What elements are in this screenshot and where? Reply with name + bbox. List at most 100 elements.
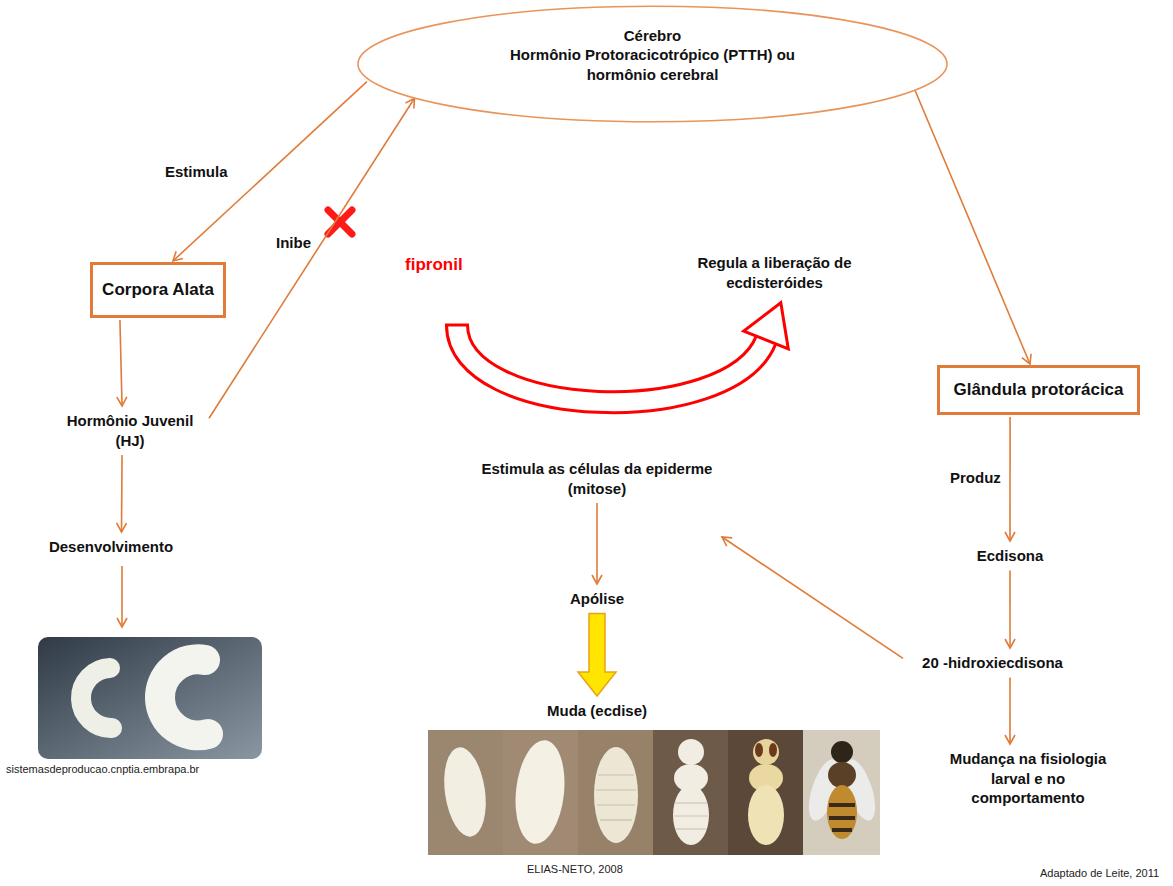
arrow-band [457,325,766,402]
arrow-head [1005,532,1015,541]
arrow-shape [578,614,616,697]
pupa-eye [769,743,777,757]
node-text: Mudança na fisiologia larval e no compor… [938,749,1118,808]
connector-line [722,537,903,658]
arrow-head [592,575,602,584]
arrow-head [722,537,732,546]
process-text: Regula a liberação de ecdisteróides [697,252,852,293]
segment [674,815,708,816]
node-text: 20 -hidroxiecdisona [880,653,1105,673]
node-text: Desenvolvimento [36,537,186,557]
stripe [829,803,855,807]
arrow-head [173,251,183,261]
outcome-text: Mudança na fisiologia larval e no compor… [938,748,1118,809]
node-text: Apólise [547,589,647,609]
photo-panel [503,730,578,855]
hormone-text: Hormônio Juvenil (HJ) [55,410,205,451]
source-credit: Adaptado de Leite, 2011 [1040,866,1159,880]
segment [675,802,707,803]
node-text: Muda (ecdise) [522,701,672,721]
segment [600,819,632,820]
ellipse-outline [355,5,950,123]
node-text: Hormônio Protoracicotrópico (PTTH) ou ho… [510,45,795,84]
connector-line [596,503,598,584]
prepupa [594,747,638,843]
node-text: Regula a liberação de ecdisteróides [697,253,852,292]
development-arrow [117,566,127,627]
bee-head [831,741,853,763]
node-text: Estimula as células da epiderme (mitose) [462,459,732,498]
brain-ellipse: CérebroHormônio Protoracicotrópico (PTTH… [355,5,950,123]
connector [117,455,127,532]
connector-line [121,455,123,532]
edge-label: Produz [950,468,1001,488]
gland-box: Corpora Alata [90,262,226,318]
arrow-head [744,303,789,349]
arrow-head [1022,354,1031,364]
arrow-head [405,98,414,108]
stripe [832,828,852,832]
stripe [829,816,855,820]
inhibitor-label: fipronil [405,254,463,276]
connector [1005,417,1015,541]
arrow-head [117,523,127,532]
process-text: Estimula as células da epiderme (mitose) [462,458,732,499]
pupa-head [678,739,704,765]
connector-line [1009,571,1011,649]
larva [439,745,491,840]
connector-line [915,90,1030,364]
segment-lines [596,775,636,820]
segment [676,828,706,829]
process-text: Muda (ecdise) [522,700,672,722]
connector-line [1009,678,1011,745]
connector [209,98,415,418]
connector [1005,678,1015,745]
edge-label: Estimula [165,162,228,182]
photo-panel [578,730,653,855]
arrow-head [117,618,127,627]
bee-abdomen [827,785,857,839]
segment [596,789,636,790]
pupa-head [753,739,779,765]
connector [1005,571,1015,649]
connector-line [1009,417,1011,541]
larva [511,738,570,846]
photo-ground [38,637,262,759]
edge-label: Inibe [276,233,311,253]
block-arrow [578,614,616,697]
photo-panel [653,730,728,855]
gland-box: Glândula protorácica [937,365,1140,415]
curved-red-arrow [445,303,788,402]
bee-development-photos [428,730,881,855]
arrow-tail [445,324,469,327]
node-text: Corpora Alata [102,279,214,301]
hormone-text: 20 -hidroxiecdisona [880,652,1105,674]
source-credit: ELIAS-NETO, 2008 [527,862,623,876]
connector [915,90,1031,364]
connector [592,503,602,584]
segment-lines [674,803,708,829]
arrow-head [1005,735,1015,744]
arrow-line [121,566,123,626]
node-text: Hormônio Juvenil (HJ) [55,411,205,450]
larva-photo [38,637,262,759]
node-text: Ecdisona [960,546,1060,566]
arrow-head [1005,639,1015,648]
pupa-eye [755,743,763,757]
segment [597,804,635,805]
outcome-text: Desenvolvimento [36,536,186,558]
connector [722,537,903,658]
pupa-abdomen [673,785,709,845]
node-heading: Cérebro [624,26,682,46]
bee-thorax [828,762,856,788]
node-text: Glândula protorácica [953,379,1123,401]
pupa-abdomen [748,785,784,845]
bee-stripes [829,805,855,830]
arrow-head [117,397,127,406]
larva [81,668,112,728]
ellipse-shape [358,6,947,122]
connector [117,320,127,406]
hormone-text: Ecdisona [960,545,1060,567]
photo-panel [728,730,803,855]
